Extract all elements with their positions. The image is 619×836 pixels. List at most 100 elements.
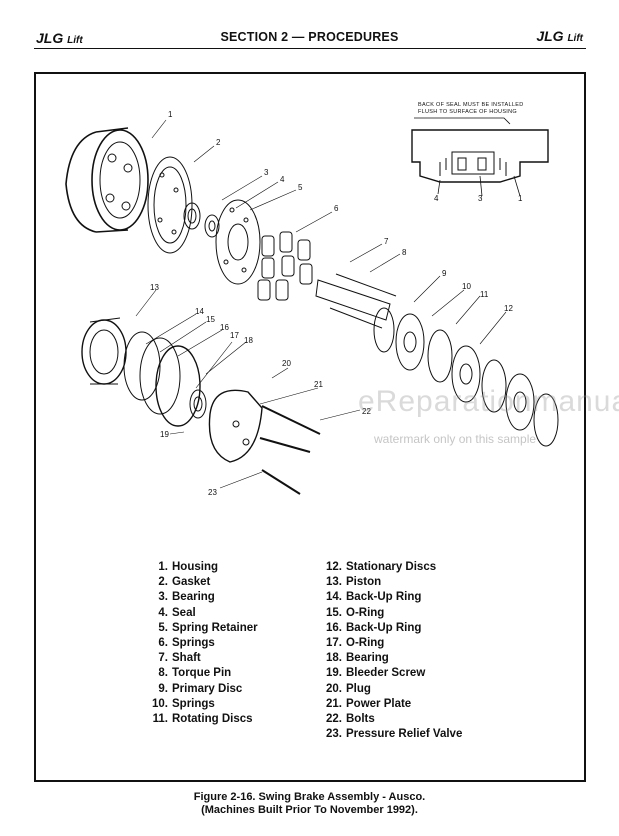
gasket-drawing xyxy=(147,156,193,254)
legend-item: 4. Seal xyxy=(150,606,300,621)
legend-num: 12. xyxy=(326,561,342,573)
legend-item: 18.Bearing xyxy=(324,651,524,666)
header-brand-left: JLG Lift xyxy=(36,30,83,46)
legend-label: Housing xyxy=(172,561,218,573)
callout-5: 5 xyxy=(298,183,303,192)
inset-note-line2: FLUSH TO SURFACE OF HOUSING xyxy=(418,109,517,115)
callout-11: 11 xyxy=(480,290,489,299)
bolts-drawing xyxy=(259,405,321,495)
legend-item: 12. Stationary Discs xyxy=(324,560,524,575)
legend-label: Torque Pin xyxy=(172,667,232,680)
legend-num: 11. xyxy=(152,713,168,726)
callout-14: 14 xyxy=(195,307,204,316)
legend-item: 14. Back-Up Ring xyxy=(324,590,524,605)
legend-label: Shaft xyxy=(172,652,201,665)
legend-label: Piston xyxy=(346,576,382,589)
legend-item: 23.Pressure Relief Valve xyxy=(324,727,524,742)
brand-name: JLG xyxy=(36,30,64,46)
legend-label: Bolts xyxy=(346,713,375,726)
piston-drawing xyxy=(81,317,127,385)
legend-num: 3. xyxy=(158,591,168,604)
legend-label: Springs xyxy=(172,697,215,710)
shaft-drawing xyxy=(315,273,397,329)
legend-label: Stationary Discs xyxy=(346,561,437,573)
legend-label: Plug xyxy=(346,682,371,695)
legend-num: 14. xyxy=(326,591,342,604)
legend-label: Bearing xyxy=(172,591,215,604)
callout-13: 13 xyxy=(150,283,159,292)
page-header: JLG Lift SECTION 2 — PROCEDURES JLG Lift xyxy=(0,0,619,48)
brand-suffix: Lift xyxy=(67,35,83,46)
power-plate-drawing xyxy=(208,389,263,463)
caption-line1: Figure 2-16. Swing Brake Assembly - Ausc… xyxy=(193,791,426,803)
legend-item: 6.Springs xyxy=(150,636,300,651)
discs-drawing xyxy=(373,307,559,447)
rings-drawing xyxy=(123,331,201,427)
legend-item: 13.Piston xyxy=(324,575,524,590)
legend-item: 2. Gasket xyxy=(150,575,300,590)
callout-21: 21 xyxy=(314,380,323,389)
legend-label: Back-Up Ring xyxy=(346,591,422,604)
legend-item: 10.Springs xyxy=(150,697,300,712)
inset-note: BACK OF SEAL MUST BE INSTALLED FLUSH TO … xyxy=(418,102,523,116)
legend-label: Springs xyxy=(172,637,215,650)
spring-retainer-drawing xyxy=(215,199,261,285)
header-rule xyxy=(34,48,586,49)
legend-num: 20. xyxy=(326,682,342,695)
legend-item: 1. Housing xyxy=(150,560,300,575)
legend-item: 17.O-Ring xyxy=(324,636,524,651)
legend-num: 21. xyxy=(326,697,342,710)
section-title: SECTION 2 — PROCEDURES xyxy=(220,30,399,44)
brand-suffix: Lift xyxy=(567,33,583,44)
legend-num: 23. xyxy=(326,728,342,741)
callout-23: 23 xyxy=(208,488,217,497)
legend-label: Spring Retainer xyxy=(172,621,258,634)
callout-15: 15 xyxy=(206,315,215,324)
callout-12: 12 xyxy=(504,304,513,313)
header-brand-right: JLG Lift xyxy=(536,28,583,44)
bearing-18-drawing xyxy=(189,389,207,419)
inset-callout-3: 3 xyxy=(478,194,483,203)
leader-lines xyxy=(135,119,507,489)
caption-line2: (Machines Built Prior To November 1992). xyxy=(201,804,418,816)
watermark-sub: watermark only on this sample xyxy=(374,432,537,446)
inset-note-line1: BACK OF SEAL MUST BE INSTALLED xyxy=(418,102,524,108)
exploded-view-drawing xyxy=(65,117,559,495)
legend-right: 12. Stationary Discs 13.Piston 14. Back-Up… xyxy=(324,560,524,742)
legend-label: Bearing xyxy=(346,652,389,665)
callout-17: 17 xyxy=(230,331,239,340)
legend-item: 20. Plug xyxy=(324,682,524,697)
figure-frame xyxy=(34,72,586,782)
legend-num: 2. xyxy=(158,576,168,589)
housing-drawing xyxy=(65,127,149,233)
brand-name: JLG xyxy=(536,28,564,44)
legend-item: 16.Back-Up Ring xyxy=(324,621,524,636)
legend-label: Rotating Discs xyxy=(172,713,253,726)
legend-num: 7. xyxy=(158,652,168,665)
legend-label: Seal xyxy=(172,606,196,619)
legend-label: Primary Disc xyxy=(172,682,243,695)
legend-item: 21. Power Plate xyxy=(324,697,524,712)
callout-2: 2 xyxy=(216,138,221,147)
legend-label: O-Ring xyxy=(346,637,385,650)
legend-num: 4. xyxy=(158,606,168,619)
legend-label: Power Plate xyxy=(346,697,412,710)
callout-8: 8 xyxy=(402,248,407,257)
callout-16: 16 xyxy=(220,323,229,332)
callout-22: 22 xyxy=(362,407,371,416)
callout-1: 1 xyxy=(168,110,173,119)
legend-item: 11. Rotating Discs xyxy=(150,712,300,727)
legend-item: 15.O-Ring xyxy=(324,606,524,621)
callout-3: 3 xyxy=(264,168,269,177)
figure-caption: Figure 2-16. Swing Brake Assembly - Ausc… xyxy=(0,791,619,817)
callout-19: 19 xyxy=(160,430,169,439)
legend-num: 19. xyxy=(326,667,342,680)
legend-left: 1.Housing 2.Gasket 3.Bearing 4.Seal 5.Sp… xyxy=(150,560,300,727)
legend-label: Gasket xyxy=(172,576,211,589)
legend-num: 8. xyxy=(158,667,168,680)
seal-inset-diagram xyxy=(411,117,549,197)
legend-num: 1. xyxy=(158,561,168,573)
callout-6: 6 xyxy=(334,204,339,213)
legend-item: 8. Torque Pin xyxy=(150,666,300,681)
inset-callout-4: 4 xyxy=(434,194,439,203)
